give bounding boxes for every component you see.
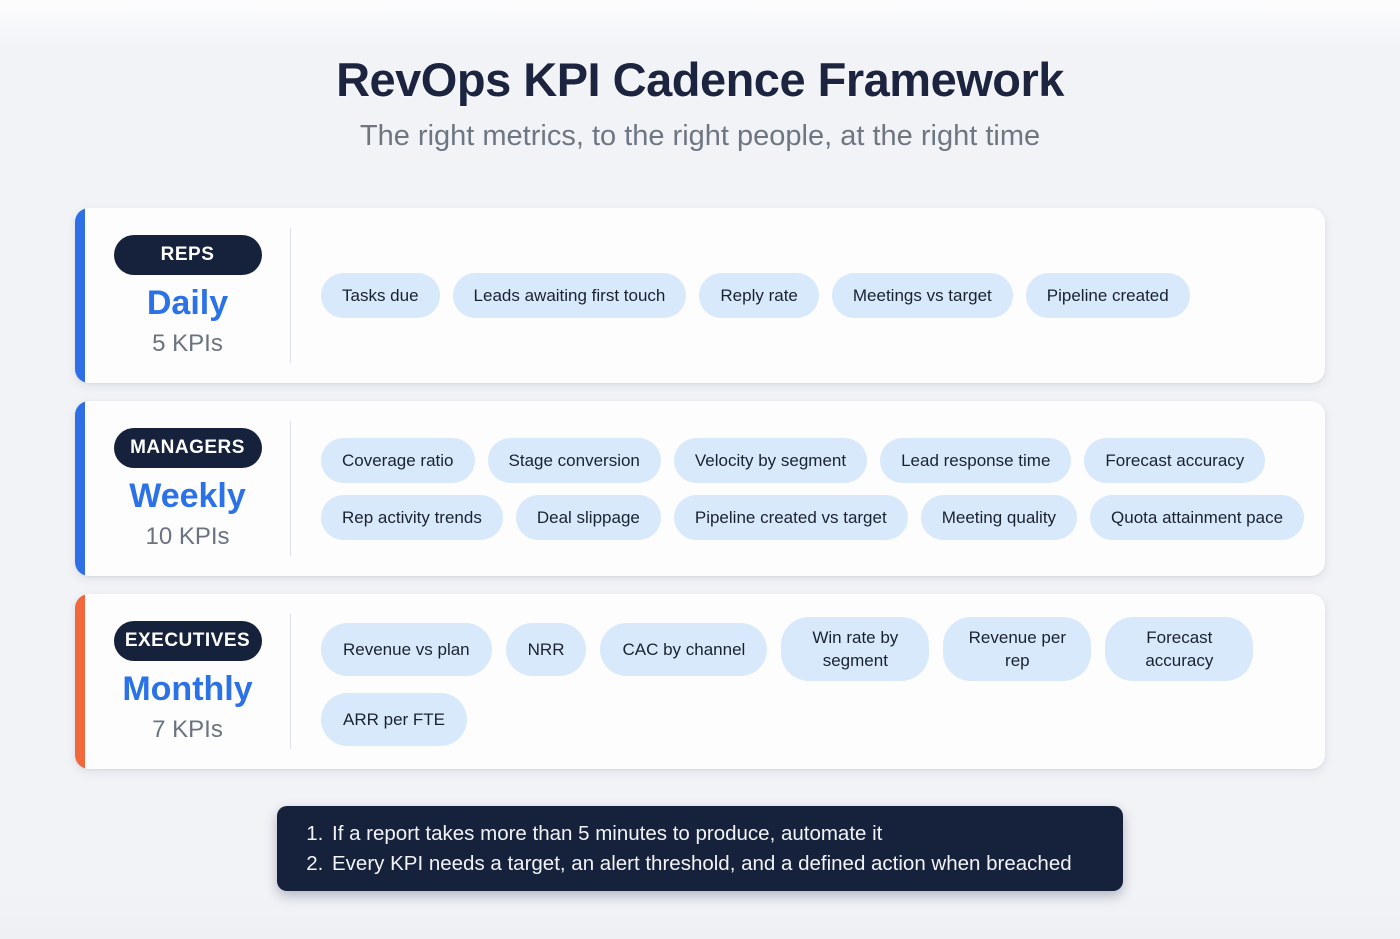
card-header: MANAGERS Weekly 10 KPIs [85, 401, 290, 576]
page-title: RevOps KPI Cadence Framework [336, 53, 1064, 106]
kpi-pill: Forecast accuracy [1084, 437, 1266, 483]
kpi-pill: ARR per FTE [321, 693, 468, 746]
kpi-pill: Tasks due [321, 273, 440, 318]
kpi-pill: NRR [505, 622, 587, 676]
audience-badge: REPS [113, 234, 262, 275]
footer-note-item: If a report takes more than 5 minutes to… [329, 819, 1095, 849]
kpi-pill: Pipeline created [1025, 273, 1190, 318]
footer-notes: If a report takes more than 5 minutes to… [307, 819, 1095, 879]
kpi-pill: Pipeline created vs target [673, 494, 908, 540]
footer-note-item: Every KPI needs a target, an alert thres… [329, 849, 1095, 879]
footer-note: If a report takes more than 5 minutes to… [277, 806, 1123, 891]
card-header: EXECUTIVES Monthly 7 KPIs [85, 594, 290, 769]
kpi-list: Coverage ratio Stage conversion Velocity b… [291, 401, 1325, 576]
kpi-pill: Stage conversion [487, 437, 661, 483]
kpi-pill: Coverage ratio [321, 437, 475, 483]
kpi-pill: Quota attainment pace [1090, 494, 1305, 540]
kpi-pill: Win rate by segment [781, 617, 930, 681]
accent-bar [75, 208, 85, 383]
kpi-pill: Reply rate [699, 273, 819, 318]
kpi-pill: Leads awaiting first touch [452, 273, 687, 318]
cadence-card: MANAGERS Weekly 10 KPIs Coverage ratio St… [75, 401, 1325, 576]
divider [290, 421, 291, 556]
kpi-pill: Forecast accuracy [1105, 617, 1254, 681]
cadence-card: REPS Daily 5 KPIs Tasks due Leads awaitin… [75, 208, 1325, 383]
kpi-pill: Velocity by segment [673, 437, 868, 483]
kpi-count: 5 KPIs [152, 329, 223, 357]
kpi-pill: Deal slippage [515, 494, 661, 540]
kpi-pill: Rep activity trends [321, 494, 503, 540]
divider [290, 228, 291, 363]
cadence-label: Daily [146, 283, 229, 322]
cadence-label: Weekly [129, 476, 246, 515]
kpi-pill: Revenue vs plan [321, 622, 492, 676]
kpi-pill: Meeting quality [920, 494, 1078, 540]
audience-badge: MANAGERS [113, 427, 262, 468]
cadence-card: EXECUTIVES Monthly 7 KPIs Revenue vs pla… [75, 594, 1325, 769]
kpi-count: 10 KPIs [145, 522, 230, 550]
cadence-label: Monthly [122, 669, 253, 708]
divider [290, 614, 291, 749]
page-subtitle: The right metrics, to the right people, … [359, 120, 1041, 152]
kpi-pill: Meetings vs target [831, 273, 1013, 318]
cadence-cards: REPS Daily 5 KPIs Tasks due Leads awaitin… [75, 208, 1325, 769]
audience-badge: EXECUTIVES [113, 620, 262, 661]
kpi-list: Tasks due Leads awaiting first touch Reply… [291, 208, 1325, 383]
card-header: REPS Daily 5 KPIs [85, 208, 290, 383]
accent-bar [75, 401, 85, 576]
accent-bar [75, 594, 85, 769]
kpi-pill: CAC by channel [600, 622, 768, 676]
page-header: RevOps KPI Cadence Framework The right m… [0, 0, 1400, 153]
kpi-pill: Revenue per rep [943, 617, 1092, 681]
kpi-pill: Lead response time [880, 437, 1072, 483]
kpi-count: 7 KPIs [152, 715, 223, 743]
